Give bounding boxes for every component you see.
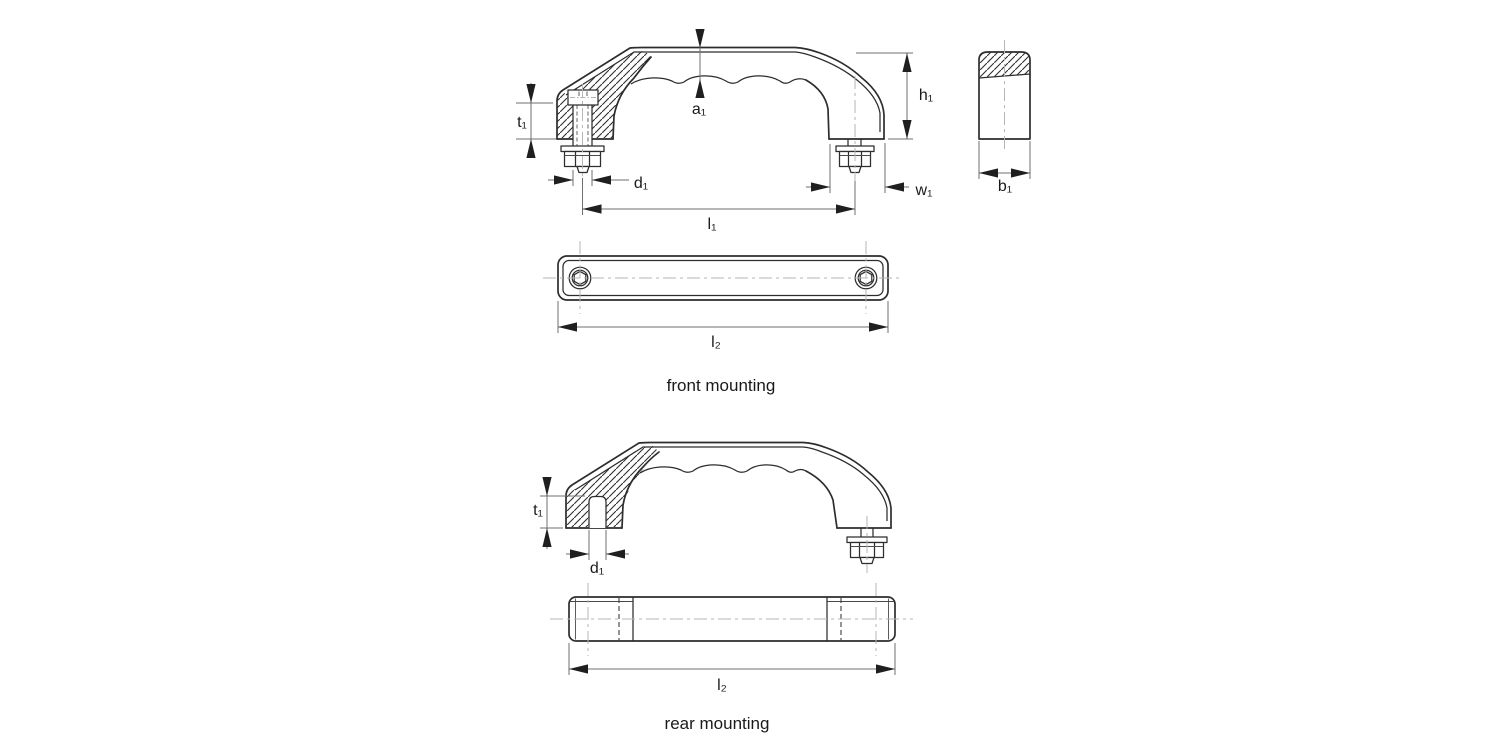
- dim-label-b1: b₁: [998, 178, 1012, 195]
- rear-plan-view: [550, 583, 913, 656]
- finger-groove-line: [630, 75, 807, 85]
- rear-side-view: [565, 441, 892, 573]
- dimension-t1: t₁: [516, 83, 556, 158]
- caption-front-mounting: front mounting: [667, 376, 776, 395]
- finger-groove-line: [639, 464, 807, 474]
- dim-label-d1: d₁: [634, 175, 648, 192]
- dimension-h1: h₁: [856, 52, 933, 140]
- dimension-l2-rear: l₂: [568, 643, 896, 694]
- dimension-d1-rear: d₁: [566, 530, 629, 577]
- dim-label-h1: h₁: [919, 87, 933, 104]
- front-mounting-view: b₁ a₁: [516, 29, 1031, 395]
- dimension-d1: d₁: [548, 170, 648, 192]
- blind-tapped-hole: [588, 495, 607, 528]
- section-view: b₁: [978, 40, 1031, 195]
- inner-arc-right: [805, 470, 838, 529]
- dimension-a1: a₁: [692, 29, 706, 118]
- handle-inner-wall: [565, 51, 881, 132]
- handle-inner-wall: [574, 446, 888, 521]
- caption-rear-mounting: rear mounting: [665, 714, 770, 733]
- handle-outline: [565, 441, 892, 529]
- dim-label-t1-rear: t₁: [533, 502, 543, 519]
- dim-label-t1: t₁: [517, 114, 527, 131]
- thread-tip: [576, 165, 590, 174]
- dimension-b1: b₁: [978, 141, 1031, 195]
- inner-arc-right: [805, 79, 830, 140]
- dimension-w1: w₁: [806, 143, 932, 199]
- front-plan-view: [543, 241, 902, 314]
- mounting-bolt-left: [560, 89, 605, 174]
- thread-tip: [848, 165, 862, 174]
- thread-tip: [859, 556, 875, 565]
- dimension-l1: l₁: [582, 178, 856, 233]
- front-side-view: [556, 46, 885, 214]
- handle-outline: [556, 46, 885, 140]
- bolt-shank-clear: [573, 103, 592, 146]
- inner-arc-left: [621, 451, 660, 529]
- dim-label-w1: w₁: [915, 182, 933, 199]
- dim-label-l1: l₁: [708, 216, 717, 233]
- dim-label-a1: a₁: [692, 101, 706, 118]
- dim-label-d1-rear: d₁: [590, 560, 604, 577]
- inner-arc-left: [612, 56, 652, 140]
- dimension-l2-front: l₂: [557, 301, 889, 351]
- dimension-t1-rear: t₁: [533, 477, 585, 549]
- dim-label-l2-front: l₂: [711, 334, 721, 351]
- dim-label-l2-rear: l₂: [717, 677, 727, 694]
- rear-mounting-view: t₁ d₁ l₂ rear mounting: [533, 441, 913, 733]
